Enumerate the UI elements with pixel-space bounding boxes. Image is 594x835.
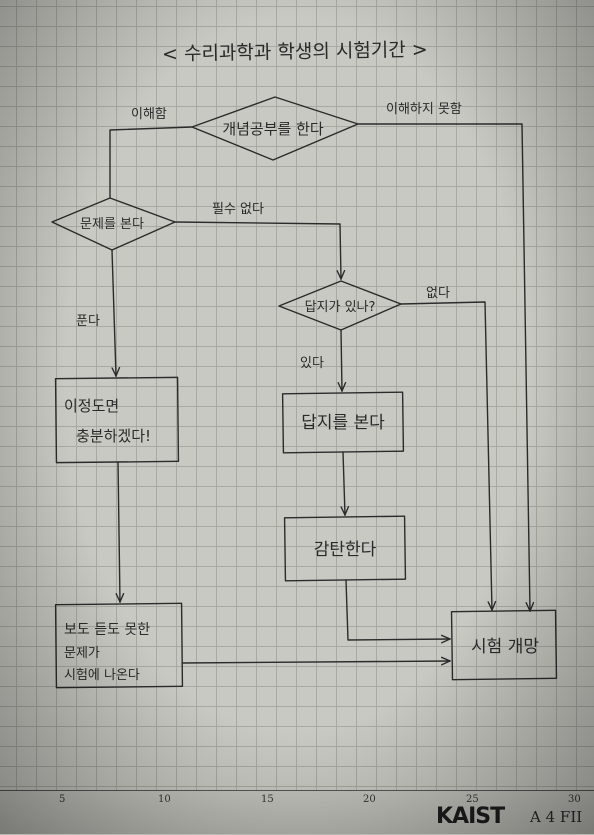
edge-enough-to-unseen bbox=[118, 461, 120, 602]
edge-unseen-to-ruined bbox=[181, 661, 450, 663]
edge-not-understood bbox=[357, 123, 530, 611]
ruler-number-20: 20 bbox=[363, 794, 376, 805]
ruler-number-15: 15 bbox=[261, 794, 274, 805]
edge-not-understood-label: 이해하지 못함 bbox=[386, 102, 462, 117]
box-enough-line-2: 충분하겠다! bbox=[76, 427, 151, 445]
box-unseen-problem bbox=[54, 602, 184, 689]
edge-no-need bbox=[174, 221, 341, 279]
edge-understood bbox=[109, 126, 193, 199]
ruler-number-25: 25 bbox=[466, 794, 479, 805]
box-see-answer-label: 답지를 본다 bbox=[301, 413, 385, 433]
edge-admire-to-ruined bbox=[345, 579, 450, 640]
box-unseen-problem-line-1: 보도 듣도 못한 bbox=[64, 622, 150, 638]
ruler-number-30: 30 bbox=[568, 794, 581, 805]
decision-look-problem-label: 문제를 본다 bbox=[80, 217, 144, 232]
ruler-band bbox=[0, 790, 594, 835]
brand-logo: KAIST bbox=[436, 804, 505, 829]
ruler-number-5: 5 bbox=[59, 794, 66, 805]
box-exam-ruined bbox=[450, 609, 558, 681]
box-unseen-problem-line-3: 시험에 나온다 bbox=[64, 668, 140, 683]
box-admire-label: 감탄한다 bbox=[314, 540, 377, 560]
edge-solves-label: 푼다 bbox=[76, 314, 100, 329]
edge-yes-answer bbox=[341, 329, 342, 391]
edge-no-need-label: 필수 없다 bbox=[212, 202, 264, 217]
sheet-size-label: A 4 FII bbox=[530, 808, 583, 826]
box-enough-line-1: 이정도면 bbox=[64, 397, 119, 415]
edge-understood-label: 이해함 bbox=[131, 107, 167, 122]
box-enough bbox=[54, 376, 180, 464]
edge-yes-answer-label: 있다 bbox=[300, 356, 324, 371]
box-unseen-problem-line-2: 문제가 bbox=[64, 646, 100, 661]
edge-see-to-admire bbox=[343, 451, 345, 515]
edge-no-answer bbox=[400, 301, 492, 610]
decision-concept-study-label: 개념공부를 한다 bbox=[222, 120, 324, 138]
ruler-number-10: 10 bbox=[158, 794, 171, 805]
edge-no-answer-label: 없다 bbox=[426, 286, 450, 301]
box-exam-ruined-label: 시험 개망 bbox=[471, 637, 539, 657]
edge-solves bbox=[112, 249, 116, 376]
decision-has-answer-label: 답지가 있나? bbox=[305, 300, 376, 315]
chart-title: < 수리과학과 학생의 시험기간 > bbox=[162, 39, 428, 66]
